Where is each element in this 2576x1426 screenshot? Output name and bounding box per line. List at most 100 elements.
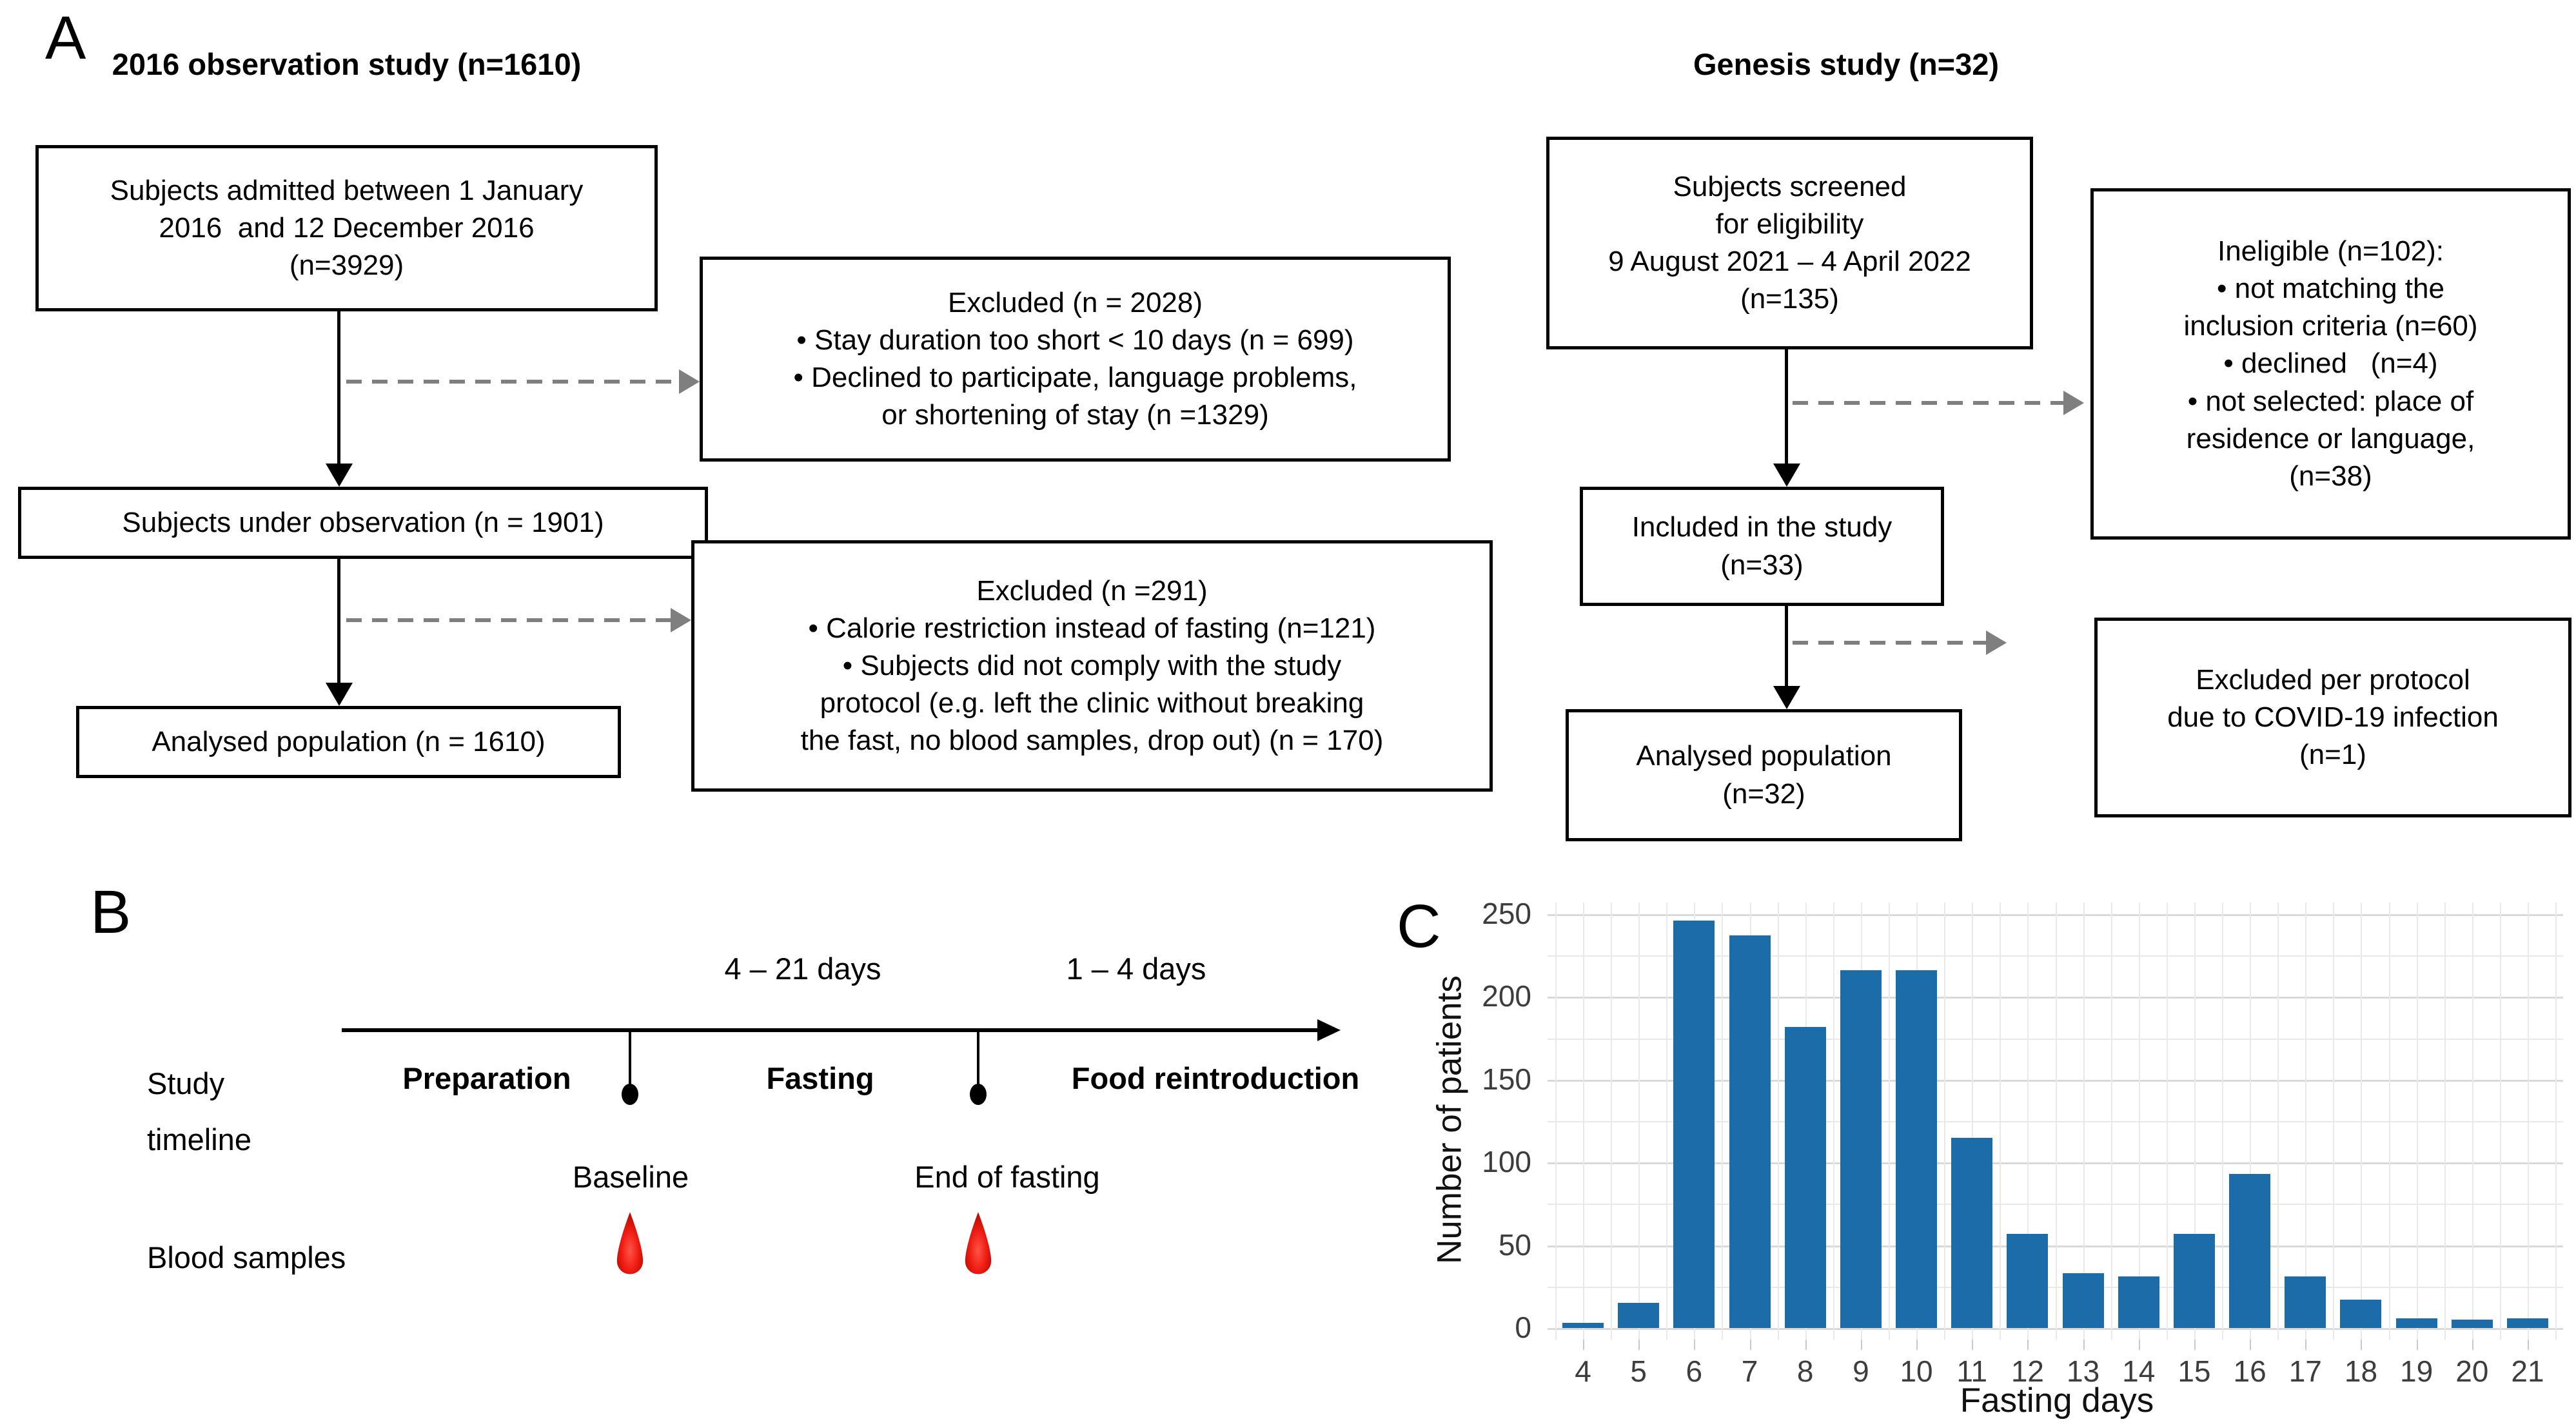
gridline-vertical	[1666, 903, 1668, 1340]
bar	[2395, 1318, 2437, 1328]
x-tick-label: 18	[2344, 1354, 2378, 1388]
bar	[1784, 1026, 1826, 1328]
bar	[2229, 1174, 2271, 1328]
panel-a-label: A	[45, 4, 86, 72]
y-axis-title: Number of patients	[1430, 975, 1469, 1264]
gridline-vertical	[2000, 903, 2001, 1340]
gridline-vertical	[1611, 903, 1613, 1340]
gridline-vertical	[2138, 903, 2140, 1340]
x-tick-label: 6	[1686, 1354, 1703, 1388]
x-tick	[1638, 1340, 1640, 1350]
box-subjects-admitted: Subjects admitted between 1 January 2016…	[35, 145, 658, 311]
x-tick-label: 20	[2455, 1354, 2489, 1388]
box-analysed-right: Analysed population (n=32)	[1566, 709, 1962, 841]
x-tick	[1860, 1340, 1862, 1350]
gridline-vertical	[2361, 903, 2363, 1340]
gridline-vertical	[1944, 903, 1946, 1340]
gridline-vertical	[1555, 903, 1557, 1340]
x-tick-label: 5	[1630, 1354, 1647, 1388]
y-tick-label: 150	[1482, 1062, 1531, 1096]
gridline-vertical	[1888, 903, 1890, 1340]
x-tick-label: 21	[2511, 1354, 2544, 1388]
gridline-vertical	[2416, 903, 2418, 1340]
arrow-observation-to-analysed	[337, 559, 340, 683]
duration-fasting-label: 4 – 21 days	[724, 952, 881, 986]
dashed-arrow-ineligible	[1793, 401, 2063, 405]
box-excluded-1: Excluded (n = 2028) • Stay duration too …	[700, 257, 1451, 462]
panel-b-label: B	[90, 878, 132, 946]
x-tick-label: 7	[1741, 1354, 1758, 1388]
bar	[2451, 1320, 2493, 1328]
x-tick	[2528, 1340, 2529, 1350]
x-tick	[1972, 1340, 1974, 1350]
gridline-vertical	[2444, 903, 2446, 1340]
gridline-vertical	[2333, 903, 2335, 1340]
gridline-vertical	[2110, 903, 2112, 1340]
right-flowchart-title: Genesis study (n=32)	[1693, 47, 2000, 81]
x-tick-label: 10	[1900, 1354, 1933, 1388]
box-analysed-left: Analysed population (n = 1610)	[76, 706, 621, 778]
gridline-vertical	[2250, 903, 2252, 1340]
gridline-vertical	[2528, 903, 2529, 1340]
x-tick	[2194, 1340, 2196, 1350]
x-tick	[1694, 1340, 1696, 1350]
y-tick-label: 0	[1515, 1311, 1531, 1344]
box-subjects-screened: Subjects screened for eligibility 9 Augu…	[1546, 137, 2033, 349]
y-tick-label: 250	[1482, 897, 1531, 930]
panel-c-label: C	[1397, 892, 1441, 961]
gridline-vertical	[1583, 903, 1584, 1340]
box-ineligible: Ineligible (n=102): • not matching the i…	[2090, 188, 2571, 540]
x-tick-label: 11	[1956, 1354, 1988, 1388]
gridline-vertical	[2222, 903, 2224, 1340]
bar	[2285, 1276, 2326, 1328]
bar	[2507, 1318, 2548, 1328]
bar	[2062, 1273, 2104, 1328]
gridline-vertical	[2472, 903, 2473, 1340]
x-tick	[2472, 1340, 2473, 1350]
gridline-vertical	[2388, 903, 2390, 1340]
arrow-included-to-analysed	[1785, 606, 1788, 686]
phase-preparation: Preparation	[402, 1061, 571, 1095]
bar	[2007, 1233, 2049, 1328]
x-tick-label: 4	[1575, 1354, 1591, 1388]
x-tick	[2027, 1340, 2029, 1350]
x-tick-label: 8	[1796, 1354, 1814, 1388]
timeline-arrow	[342, 1028, 1317, 1032]
x-tick-label: 17	[2288, 1354, 2322, 1388]
gridline-vertical	[2305, 903, 2307, 1340]
bar	[1673, 921, 1715, 1328]
gridline-vertical	[2277, 903, 2279, 1340]
x-tick	[2138, 1340, 2140, 1350]
timeline-tick-baseline	[629, 1032, 631, 1086]
bar	[2118, 1276, 2159, 1328]
y-tick-label: 200	[1482, 979, 1531, 1013]
x-tick	[2305, 1340, 2307, 1350]
x-tick	[1805, 1340, 1807, 1350]
x-tick	[2361, 1340, 2363, 1350]
gridline-vertical	[2027, 903, 2029, 1340]
box-excluded-protocol: Excluded per protocol due to COVID-19 in…	[2094, 618, 2571, 817]
dashed-arrow-excluded-1	[346, 380, 679, 384]
bar	[2173, 1233, 2215, 1328]
x-tick	[2083, 1340, 2085, 1350]
gridline-vertical	[2555, 903, 2557, 1340]
event-end-of-fasting-label: End of fasting	[914, 1160, 1100, 1194]
x-tick	[1583, 1340, 1584, 1350]
left-flowchart-title: 2016 observation study (n=1610)	[112, 47, 582, 81]
bar	[1951, 1137, 1993, 1328]
gridline-vertical	[2194, 903, 2196, 1340]
phase-fasting: Fasting	[766, 1061, 874, 1095]
timeline-tick-end-of-fasting	[977, 1032, 979, 1086]
event-baseline-label: Baseline	[572, 1160, 689, 1194]
x-tick-label: 12	[2011, 1354, 2044, 1388]
gridline-vertical	[2499, 903, 2501, 1340]
blood-samples-label: Blood samples	[147, 1240, 346, 1275]
bar	[1840, 970, 1882, 1328]
x-tick-label: 9	[1853, 1354, 1869, 1388]
x-tick	[1916, 1340, 1918, 1350]
x-tick-label: 15	[2178, 1354, 2211, 1388]
x-tick-label: 14	[2122, 1354, 2156, 1388]
bar	[2340, 1300, 2382, 1328]
